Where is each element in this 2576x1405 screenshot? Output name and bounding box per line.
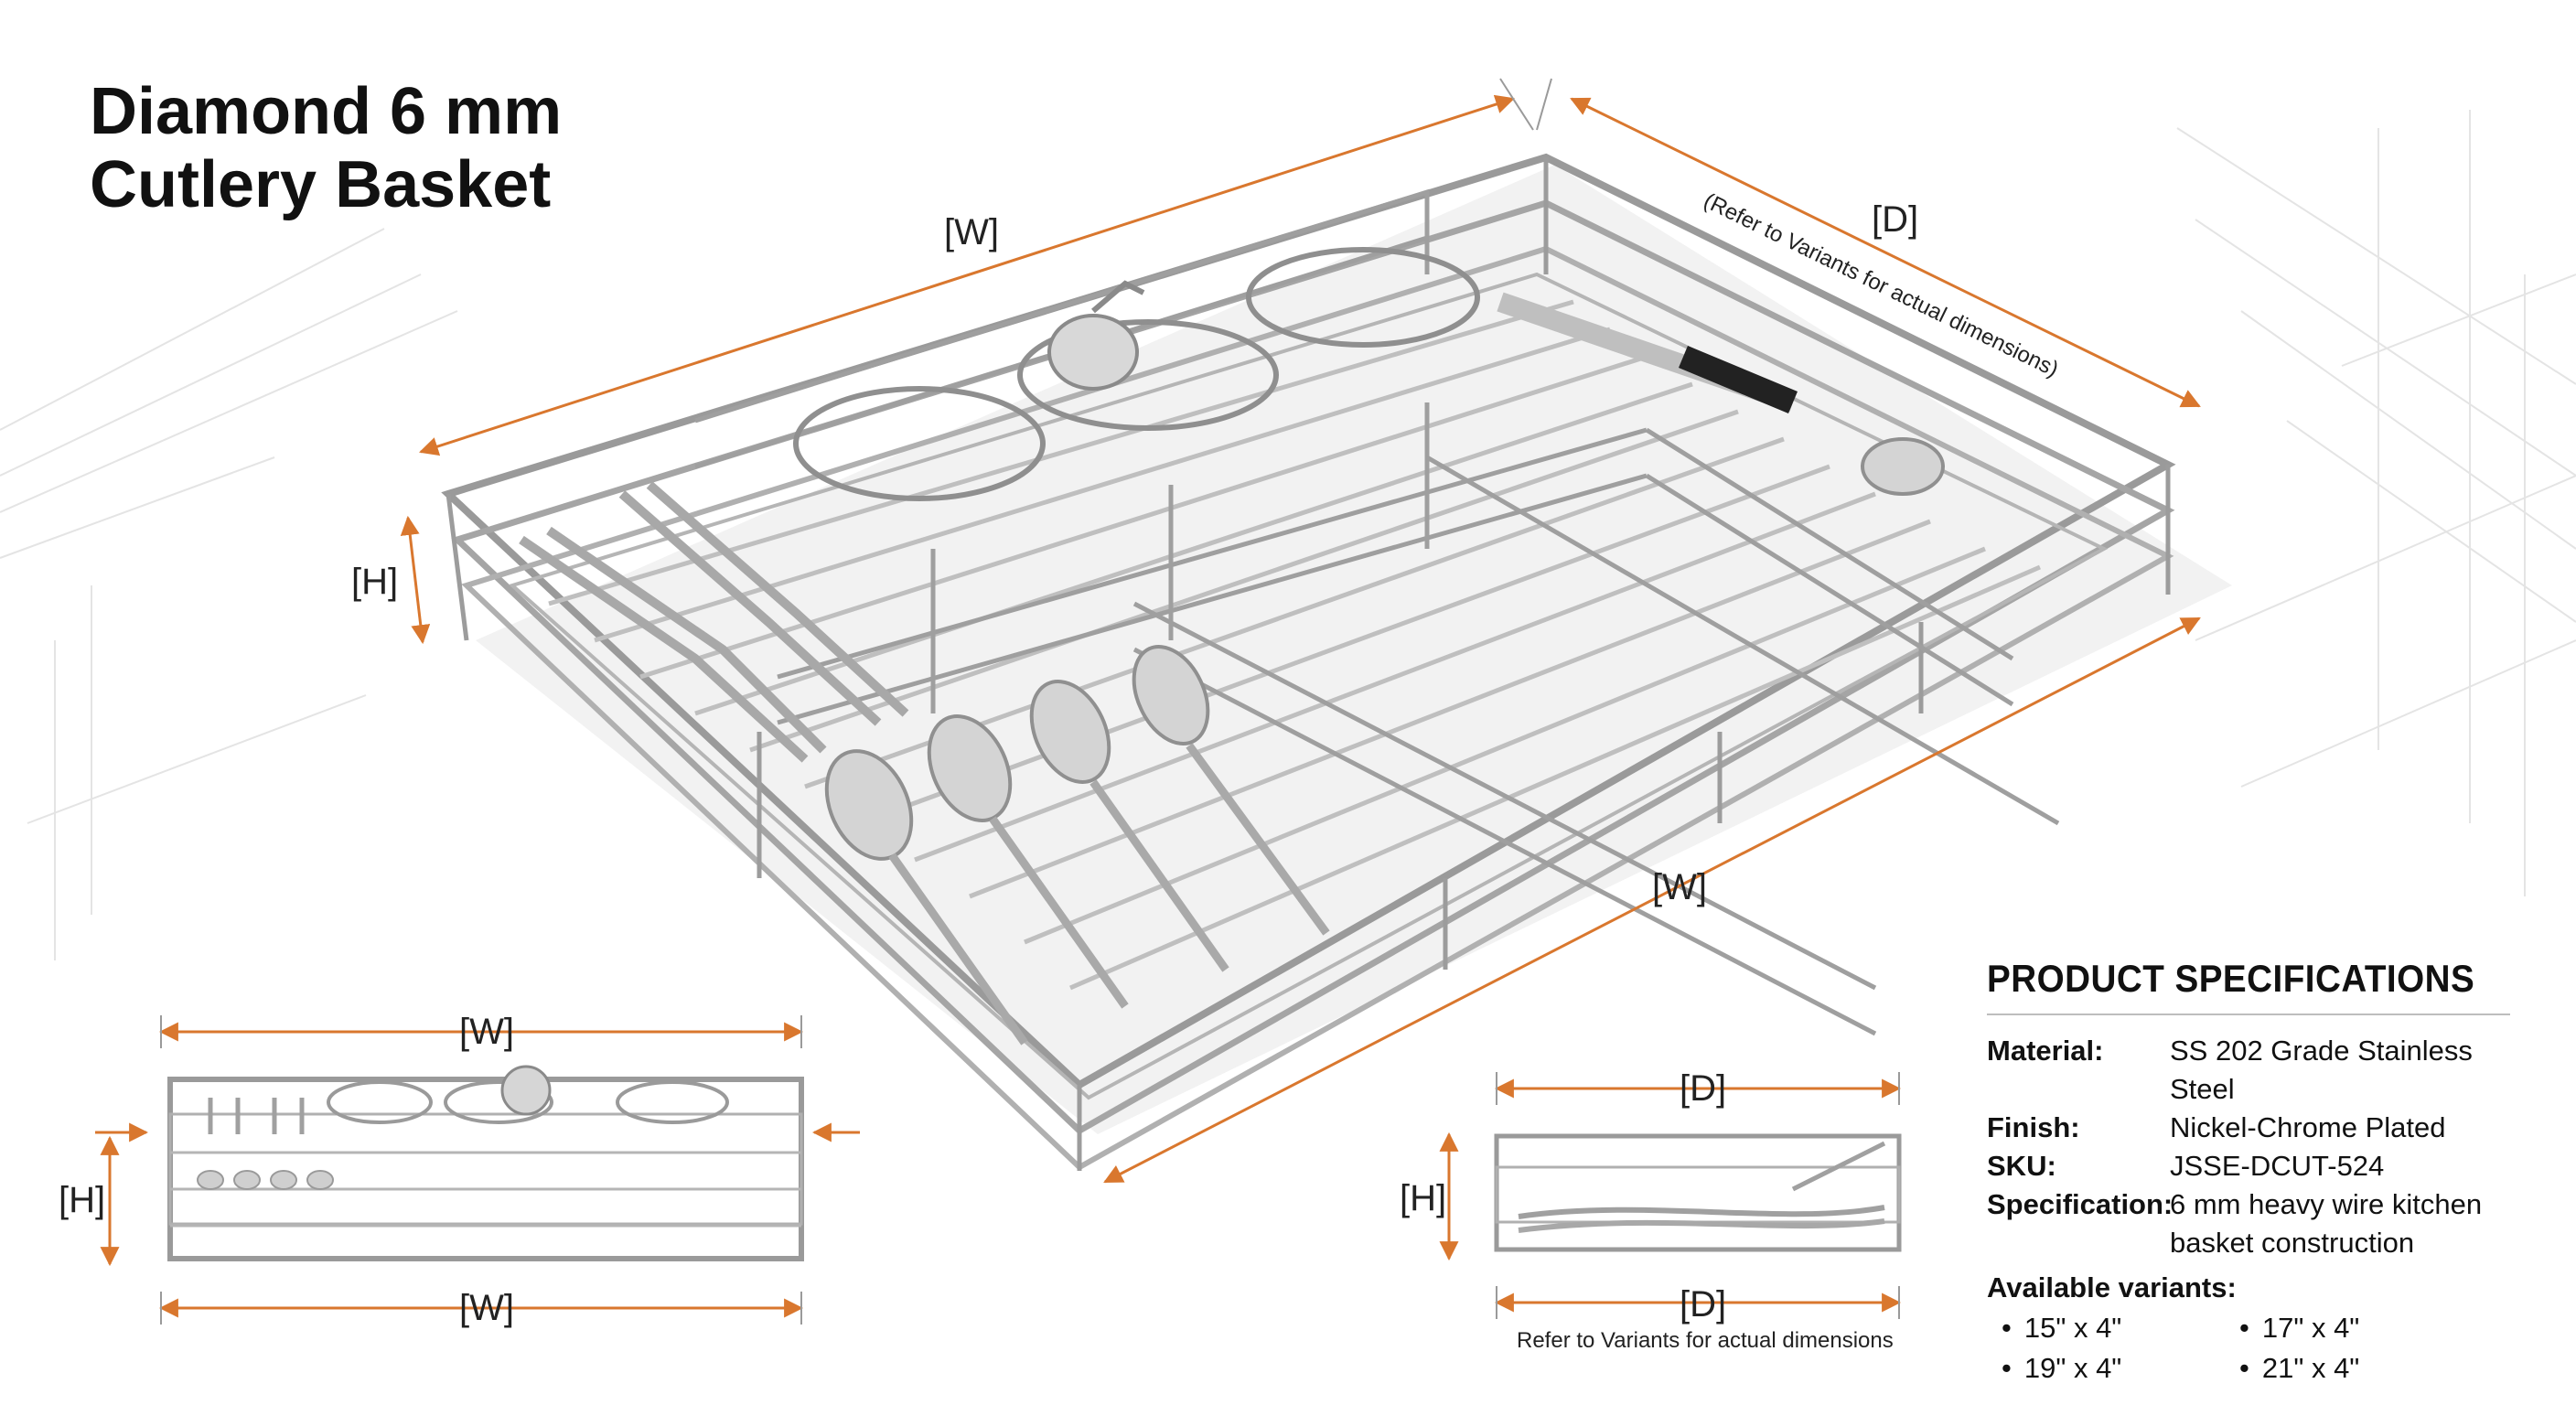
- title-line-1: Diamond 6 mm: [90, 75, 563, 148]
- product-specifications: PRODUCT SPECIFICATIONS Material: SS 202 …: [1987, 957, 2536, 1389]
- front-height-label: [H]: [59, 1180, 106, 1220]
- side-view-arrows: [1439, 1078, 1902, 1313]
- spec-value: 6 mm heavy wire kitchen basket construct…: [2170, 1188, 2483, 1259]
- variants-title: Available variants:: [1987, 1271, 2237, 1303]
- front-view-basket: [167, 1065, 804, 1261]
- side-depth-label-bottom: [D]: [1680, 1284, 1727, 1325]
- main-width-label-front: [W]: [1652, 867, 1707, 907]
- side-view-note: Refer to Variants for actual dimensions: [1517, 1328, 1894, 1353]
- front-width-label-top: [W]: [459, 1012, 514, 1052]
- spec-key: Specification:: [1987, 1188, 2174, 1220]
- variant-item: 19" x 4": [2002, 1348, 2239, 1389]
- spec-key: SKU:: [1987, 1150, 2056, 1182]
- variant-item: 17" x 4": [2239, 1308, 2477, 1348]
- title-line-2: Cutlery Basket: [90, 148, 552, 221]
- spec-row-sku: SKU: JSSE-DCUT-524: [1987, 1147, 2536, 1185]
- spec-heading: PRODUCT SPECIFICATIONS: [1987, 957, 2475, 1000]
- page-title: Diamond 6 mm Cutlery Basket: [90, 75, 562, 221]
- side-depth-label-top: [D]: [1680, 1068, 1727, 1109]
- spec-value: JSSE-DCUT-524: [2170, 1150, 2385, 1182]
- spec-value: Nickel-Chrome Plated: [2170, 1111, 2446, 1143]
- spec-row-specification: Specification: 6 mm heavy wire kitchen b…: [1987, 1185, 2536, 1262]
- side-height-label: [H]: [1400, 1178, 1447, 1218]
- main-depth-label: [D]: [1872, 199, 1919, 240]
- main-dimension-arrows: [400, 94, 2201, 1184]
- front-view-arrows: [95, 1022, 860, 1318]
- variants-list: 15" x 4" 17" x 4" 19" x 4" 21" x 4": [1987, 1308, 2536, 1389]
- spec-row-finish: Finish: Nickel-Chrome Plated: [1987, 1109, 2536, 1147]
- side-view-basket: [1494, 1133, 1902, 1252]
- spec-key: Finish:: [1987, 1111, 2080, 1143]
- front-width-label-bottom: [W]: [459, 1288, 514, 1328]
- spec-key: Material:: [1987, 1035, 2104, 1067]
- variant-item: 15" x 4": [2002, 1308, 2239, 1348]
- main-height-label: [H]: [351, 562, 399, 602]
- spec-divider: [1987, 1014, 2510, 1015]
- variant-item: 21" x 4": [2239, 1348, 2477, 1389]
- spec-value: SS 202 Grade Stainless Steel: [2170, 1035, 2473, 1105]
- spec-row-material: Material: SS 202 Grade Stainless Steel: [1987, 1032, 2536, 1109]
- main-width-label-top: [W]: [944, 212, 999, 252]
